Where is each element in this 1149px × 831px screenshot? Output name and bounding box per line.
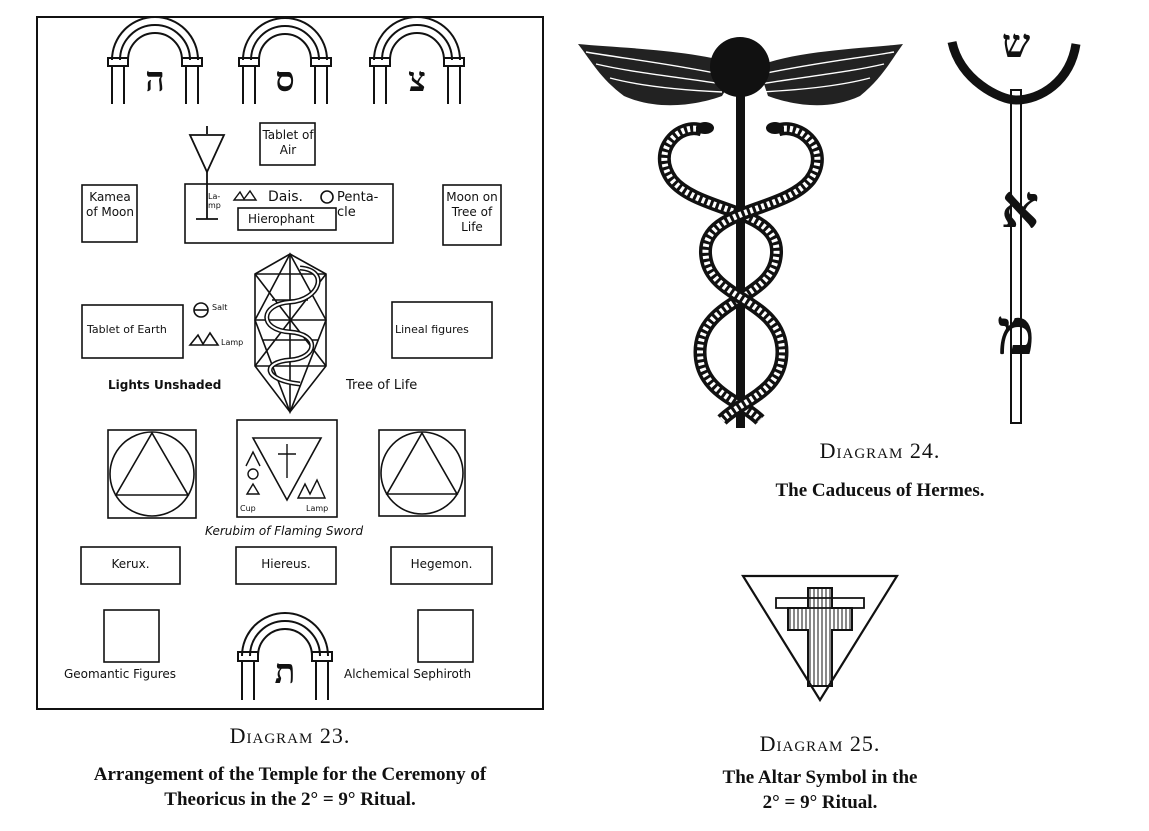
- west-square-symbol: [107, 429, 197, 519]
- lamp2-label: Lamp: [306, 504, 329, 513]
- alchemical-label: Alchemical Sephiroth: [344, 667, 472, 681]
- altar-symbol: [741, 574, 899, 703]
- lamp-label: Lamp: [221, 338, 244, 347]
- pillar-letter-samekh: ס: [275, 60, 295, 100]
- lamp-symbol-2: [188, 331, 220, 346]
- staff-letter-aleph: א: [1000, 172, 1040, 242]
- pillar-letter-tau: ת: [274, 652, 296, 692]
- pillar-letter-he: ה: [145, 60, 165, 100]
- hegemon-box: [390, 546, 493, 585]
- shin-bowl: [947, 40, 1081, 105]
- tablet-of-earth-box: [81, 304, 184, 359]
- cup-label: Cup: [240, 504, 256, 513]
- arch-tau: [237, 612, 333, 700]
- hiereus-box: [235, 546, 337, 585]
- kamea-of-moon-label: Kamea of Moon: [85, 190, 135, 219]
- lamp-small-label: La-mp: [208, 192, 221, 210]
- hierophant-label: Hierophant: [248, 212, 315, 226]
- arch-samekh: [238, 17, 332, 104]
- altar-cross: [787, 587, 853, 687]
- kerubim-box: [236, 419, 338, 518]
- diagram-23-subtitle-2: Theoricus in the 2° = 9° Ritual.: [164, 789, 416, 810]
- lights-unshaded-label: Lights Unshaded: [108, 378, 222, 392]
- kerux-label: Kerux.: [111, 557, 150, 571]
- tablet-of-air-box: [259, 122, 316, 166]
- alchemical-box: [417, 609, 474, 663]
- hierophant-box: [237, 207, 337, 231]
- caduceus: [578, 37, 903, 428]
- diagram-24-subtitle: The Caduceus of Hermes.: [775, 480, 985, 501]
- diagram-23-subtitle-1: Arrangement of the Temple for the Ceremo…: [93, 764, 487, 785]
- diagram-24-title: Diagram 24.: [819, 438, 941, 463]
- diagram-23-title: Diagram 23.: [229, 723, 351, 748]
- staff: [736, 95, 745, 428]
- arch-he: [107, 16, 203, 104]
- hiereus-label: Hiereus.: [261, 557, 311, 571]
- sun-disk: [710, 37, 770, 97]
- pillar-letter-tzaddi: צ: [408, 60, 426, 100]
- triangle-stand: [188, 126, 226, 220]
- diagram-25-subtitle-2: 2° = 9° Ritual.: [762, 792, 878, 813]
- lineal-figures-label: Lineal figures: [395, 323, 469, 336]
- geomantic-box: [103, 609, 160, 663]
- staff-letter-mem: מ: [997, 295, 1035, 370]
- temple-plan-border: [36, 16, 544, 710]
- right-wing: [758, 44, 903, 106]
- staff-letter-shin: ש: [1001, 20, 1031, 67]
- east-square-symbol: [378, 429, 466, 517]
- tree-of-life-figure: [254, 252, 327, 415]
- pentacle-label: Penta-cle: [337, 190, 379, 220]
- dais-label: Dais.: [268, 189, 303, 205]
- lamp-symbol: [232, 189, 258, 201]
- hegemon-label: Hegemon.: [410, 557, 473, 571]
- kerux-box: [80, 546, 181, 585]
- tablet-of-air-label: Tablet of Air: [262, 128, 314, 157]
- geomantic-label: Geomantic Figures: [64, 667, 177, 681]
- kamea-of-moon-box: [81, 184, 138, 243]
- moon-on-tree-box: [442, 184, 502, 246]
- diagram-25-subtitle-1: The Altar Symbol in the: [722, 767, 918, 788]
- kerubim-label: Kerubim of Flaming Sword: [205, 524, 364, 538]
- tablet-of-earth-label: Tablet of Earth: [87, 323, 167, 336]
- tree-of-life-label: Tree of Life: [346, 378, 418, 393]
- diagram-25-title: Diagram 25.: [759, 731, 881, 756]
- lineal-figures-box: [391, 301, 493, 359]
- salt-label: Salt: [212, 303, 228, 312]
- arch-tzaddi: [369, 16, 465, 104]
- pentacle-symbol: [320, 190, 334, 204]
- letter-staff: [947, 40, 1081, 424]
- moon-on-tree-label: Moon on Tree of Life: [446, 190, 498, 234]
- dais-box: [184, 183, 394, 244]
